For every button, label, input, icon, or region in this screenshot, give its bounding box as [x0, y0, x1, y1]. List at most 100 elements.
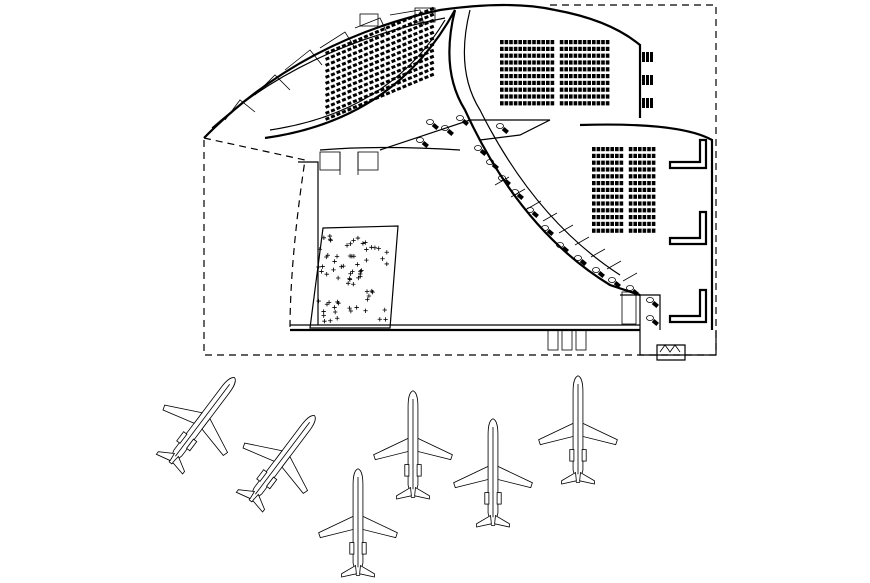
west-wing-rooms	[224, 7, 436, 175]
seat	[504, 53, 509, 58]
seat	[407, 46, 413, 51]
seat	[559, 60, 564, 65]
seat	[380, 87, 385, 92]
seat	[646, 52, 649, 62]
seat	[357, 42, 363, 47]
seat	[592, 40, 596, 45]
seat	[605, 221, 610, 226]
seat	[633, 147, 637, 152]
seat	[429, 18, 435, 24]
seat	[633, 215, 637, 220]
seat	[413, 55, 418, 60]
seat	[363, 94, 369, 99]
planter	[348, 308, 354, 314]
seat	[610, 167, 614, 172]
seat	[596, 160, 601, 165]
seat	[413, 79, 418, 84]
seat	[357, 66, 363, 71]
planter	[384, 261, 389, 267]
seat	[407, 16, 413, 21]
seat	[559, 87, 564, 92]
seat	[500, 60, 504, 65]
seat	[647, 194, 651, 199]
seat	[385, 49, 391, 54]
seat	[573, 94, 578, 99]
planter	[321, 235, 327, 241]
seat	[610, 194, 614, 199]
seat	[380, 69, 385, 74]
seat	[341, 79, 347, 84]
seat	[424, 63, 429, 68]
seat	[596, 201, 601, 206]
seat	[564, 80, 568, 85]
seat	[592, 147, 596, 152]
planter	[324, 272, 329, 277]
seat	[536, 40, 541, 45]
seat	[352, 63, 358, 68]
seat	[642, 228, 647, 233]
seat	[429, 48, 435, 54]
seat	[513, 46, 518, 51]
seat	[500, 40, 504, 45]
seat	[633, 167, 637, 172]
seat	[504, 94, 509, 99]
bottom-stairs	[547, 291, 637, 351]
seat	[601, 74, 605, 79]
seat	[357, 90, 363, 95]
arc-divider	[574, 236, 590, 246]
seat	[385, 85, 391, 90]
planter	[321, 309, 326, 314]
seat	[601, 208, 605, 213]
seat	[642, 215, 647, 220]
seat	[509, 53, 513, 58]
seat	[325, 62, 330, 67]
seat	[407, 70, 413, 75]
seat	[596, 74, 601, 79]
seat	[628, 153, 633, 158]
seat	[564, 53, 568, 58]
east-small-seats	[642, 52, 653, 108]
seat	[509, 67, 513, 72]
seat	[500, 101, 504, 106]
gate-seat	[541, 225, 549, 231]
seat	[369, 32, 374, 37]
seat	[500, 80, 504, 85]
gate-seat	[546, 229, 554, 236]
seat	[601, 194, 605, 199]
seat	[638, 187, 642, 192]
seat	[513, 67, 518, 72]
seat	[532, 40, 536, 45]
planter	[348, 271, 353, 276]
seat	[610, 215, 614, 220]
seat	[391, 70, 396, 76]
seat	[413, 43, 418, 48]
seat	[523, 46, 527, 51]
seat	[633, 160, 637, 165]
seat	[341, 61, 347, 66]
planter	[341, 263, 346, 269]
seat	[413, 25, 418, 30]
seat	[605, 201, 610, 206]
seat	[418, 65, 424, 70]
seat	[550, 74, 555, 79]
seat	[582, 40, 587, 45]
seat	[615, 147, 619, 152]
seat	[527, 87, 532, 92]
seat	[536, 67, 541, 72]
seat	[638, 194, 642, 199]
seat	[518, 87, 522, 92]
seat	[391, 40, 396, 46]
seat	[605, 215, 610, 220]
seat	[541, 67, 545, 72]
seat	[615, 174, 619, 179]
seat	[518, 46, 522, 51]
seat	[396, 56, 402, 61]
planter	[320, 264, 325, 269]
seat	[325, 68, 330, 73]
seat	[601, 228, 605, 233]
seat	[346, 83, 352, 88]
seat	[527, 53, 532, 58]
seat	[601, 181, 605, 186]
seat	[605, 40, 610, 45]
planter	[332, 259, 337, 264]
